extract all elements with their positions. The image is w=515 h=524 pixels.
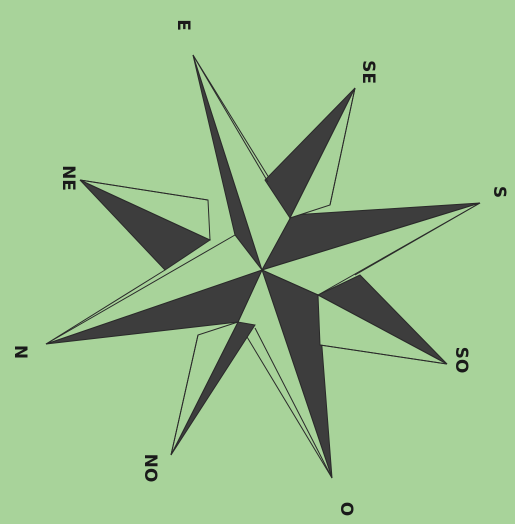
label-east: E: [173, 19, 193, 31]
label-north: N: [10, 345, 30, 359]
label-southeast: SE: [358, 60, 378, 84]
label-southwest: SO: [451, 347, 471, 374]
label-south: S: [489, 186, 509, 198]
label-northeast: NE: [58, 165, 78, 191]
label-northwest: NO: [140, 454, 160, 483]
label-west: O: [336, 502, 356, 516]
